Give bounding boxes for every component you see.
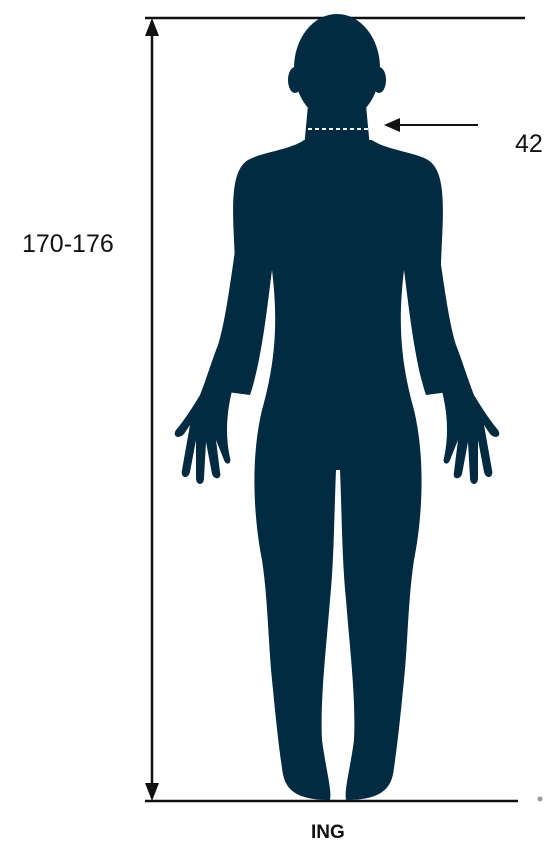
size-caption: ING — [311, 822, 345, 844]
left-arrow-icon — [384, 118, 478, 132]
double-headed-vertical-arrow-icon — [145, 18, 159, 801]
decorative-dot — [538, 797, 543, 802]
height-range-label: 170-176 — [22, 230, 114, 259]
neck-size-label: 42 — [515, 130, 543, 159]
human-body-silhouette-icon — [175, 14, 500, 800]
